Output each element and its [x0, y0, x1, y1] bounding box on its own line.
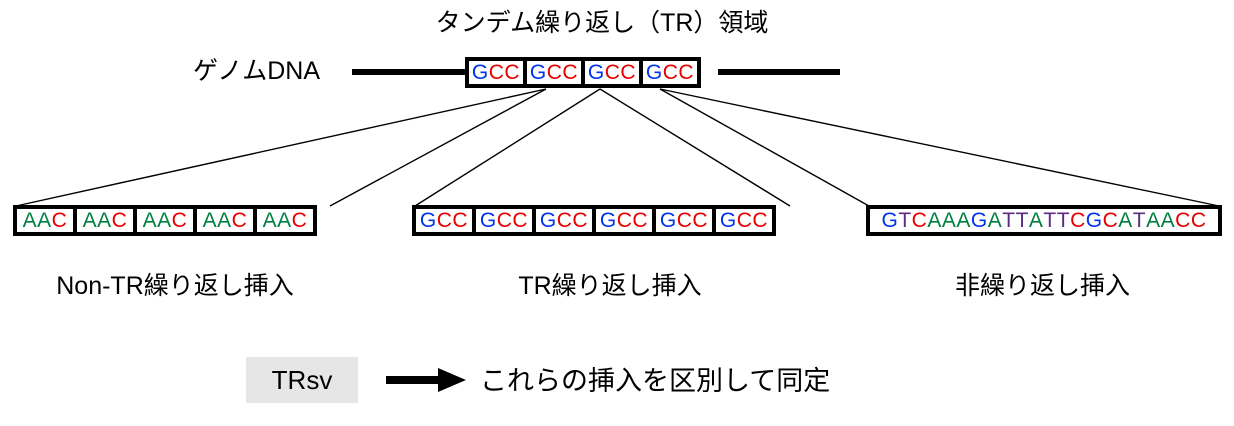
- nt-A: A: [37, 209, 52, 232]
- nt-C: C: [911, 209, 928, 232]
- nt-C: C: [452, 209, 469, 232]
- nt-C: C: [616, 209, 633, 232]
- nt-C: C: [562, 61, 579, 84]
- caption-non-tr-repeat-insertion: Non-TR繰り返し挿入: [56, 272, 294, 300]
- nt-C: C: [51, 209, 68, 232]
- nt-G: G: [471, 61, 489, 84]
- nt-C: C: [556, 209, 573, 232]
- nt-T: T: [1043, 209, 1057, 232]
- nt-T: T: [898, 209, 912, 232]
- nt-G: G: [659, 209, 677, 232]
- nt-C: C: [1102, 209, 1119, 232]
- nt-C: C: [496, 209, 513, 232]
- nt-G: G: [719, 209, 737, 232]
- nt-C: C: [512, 209, 529, 232]
- nt-C: C: [1175, 209, 1191, 232]
- nt-C: C: [632, 209, 649, 232]
- nt-A: A: [82, 209, 98, 232]
- nt-C: C: [572, 209, 589, 232]
- nt-C: C: [436, 209, 453, 232]
- nt-G: G: [539, 209, 557, 232]
- nt-A: A: [202, 209, 218, 232]
- nt-C: C: [1190, 209, 1207, 232]
- nt-A: A: [1160, 209, 1176, 232]
- nt-A: A: [956, 209, 971, 232]
- nt-C: C: [604, 61, 621, 84]
- figure-title: タンデム繰り返し（TR）領域: [0, 8, 1234, 38]
- nt-G: G: [419, 209, 437, 232]
- arrow-right-icon: [386, 368, 466, 392]
- nt-A: A: [1118, 209, 1133, 232]
- nt-G: G: [479, 209, 497, 232]
- nt-C: C: [111, 209, 128, 232]
- nt-C: C: [546, 61, 563, 84]
- nt-T: T: [1002, 209, 1016, 232]
- genome-dna-label: ゲノムDNA: [193, 57, 321, 85]
- nt-A: A: [987, 209, 1003, 232]
- nt-C: C: [736, 209, 753, 232]
- trsv-tool-chip: TRsv: [246, 357, 358, 403]
- nt-C: C: [1070, 209, 1086, 232]
- nt-A: A: [277, 209, 292, 232]
- caption-tr-repeat-insertion: TR繰り返し挿入: [518, 272, 702, 300]
- nt-G: G: [645, 61, 663, 84]
- nt-C: C: [620, 61, 637, 84]
- genome-backbone-right: [718, 69, 840, 75]
- nt-A: A: [1146, 209, 1161, 232]
- nt-C: C: [488, 61, 505, 84]
- nt-C: C: [504, 61, 521, 84]
- nt-A: A: [262, 209, 278, 232]
- nt-C: C: [678, 61, 695, 84]
- nt-C: C: [662, 61, 679, 84]
- nt-G: G: [881, 209, 899, 232]
- nt-T: T: [1056, 209, 1071, 232]
- nt-T: T: [1015, 209, 1029, 232]
- nt-G: G: [599, 209, 617, 232]
- nt-C: C: [171, 209, 188, 232]
- nt-T: T: [1132, 209, 1147, 232]
- nt-A: A: [142, 209, 158, 232]
- nt-A: A: [217, 209, 232, 232]
- figure-title-text: タンデム繰り返し（TR）領域: [435, 9, 769, 37]
- nt-A: A: [927, 209, 942, 232]
- caption-non-repeat-insertion: 非繰り返し挿入: [954, 272, 1130, 300]
- trsv-outcome-statement: これらの挿入を区別して同定: [480, 366, 831, 396]
- nt-A: A: [157, 209, 172, 232]
- nt-A: A: [97, 209, 112, 232]
- nt-A: A: [1028, 209, 1044, 232]
- nt-C: C: [291, 209, 308, 232]
- nt-G: G: [529, 61, 547, 84]
- genome-backbone-left: [352, 69, 467, 75]
- nt-G: G: [970, 209, 988, 232]
- nt-A: A: [941, 209, 957, 232]
- nt-G: G: [587, 61, 605, 84]
- nt-A: A: [22, 209, 38, 232]
- nt-G: G: [1085, 209, 1103, 232]
- nt-C: C: [752, 209, 769, 232]
- nt-C: C: [692, 209, 709, 232]
- nt-C: C: [231, 209, 248, 232]
- nt-C: C: [676, 209, 693, 232]
